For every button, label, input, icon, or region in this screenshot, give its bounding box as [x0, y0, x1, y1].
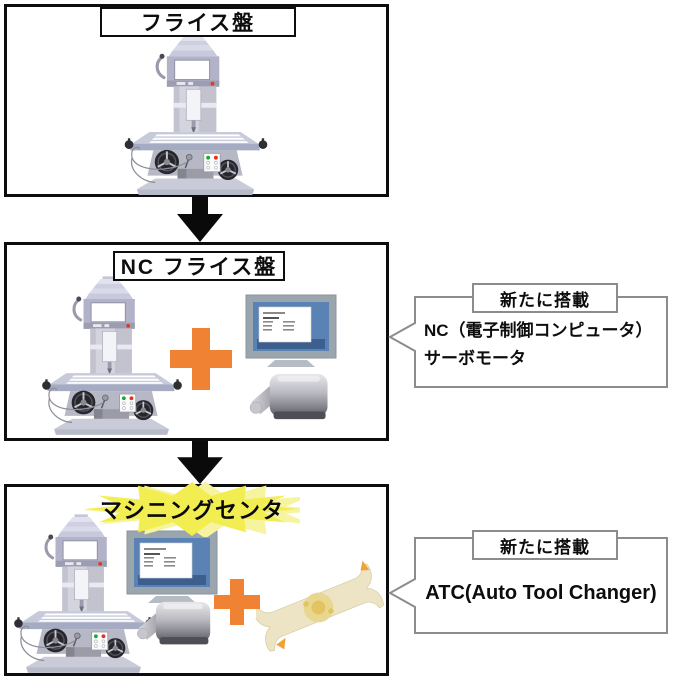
servo-motor-illustration	[248, 372, 330, 424]
callout-nc-line1: NC（電子制御コンピュータ）	[424, 321, 653, 340]
callout-atc-badge: 新たに搭載	[472, 530, 618, 560]
callout-atc-bubble	[388, 537, 668, 634]
down-arrow-icon	[177, 197, 223, 242]
callout-nc-line2: サーボモータ	[424, 349, 526, 368]
nc-control-monitor-illustration	[245, 294, 337, 370]
starburst-emphasis	[84, 481, 300, 537]
callout-nc-badge: 新たに搭載	[472, 283, 618, 313]
plus-horizontal-bar	[170, 350, 232, 368]
auto-tool-changer-arm-illustration	[256, 560, 386, 653]
section1-title: フライス盤	[100, 7, 296, 37]
servo-motor-illustration	[136, 600, 212, 649]
nc-control-monitor-illustration	[126, 530, 218, 606]
section2-title: NC フライス盤	[113, 251, 285, 281]
down-arrow-icon	[177, 441, 223, 484]
milling-machine-illustration	[36, 276, 188, 436]
callout-atc-line1: ATC(Auto Tool Changer)	[425, 582, 657, 604]
plus-icon	[214, 579, 260, 625]
callout-nc-bubble	[388, 296, 668, 388]
plus-horizontal-bar	[214, 595, 260, 609]
plus-icon	[170, 328, 232, 390]
milling-machine-illustration	[118, 33, 274, 196]
section3-title: マシニングセンタ	[99, 498, 284, 523]
